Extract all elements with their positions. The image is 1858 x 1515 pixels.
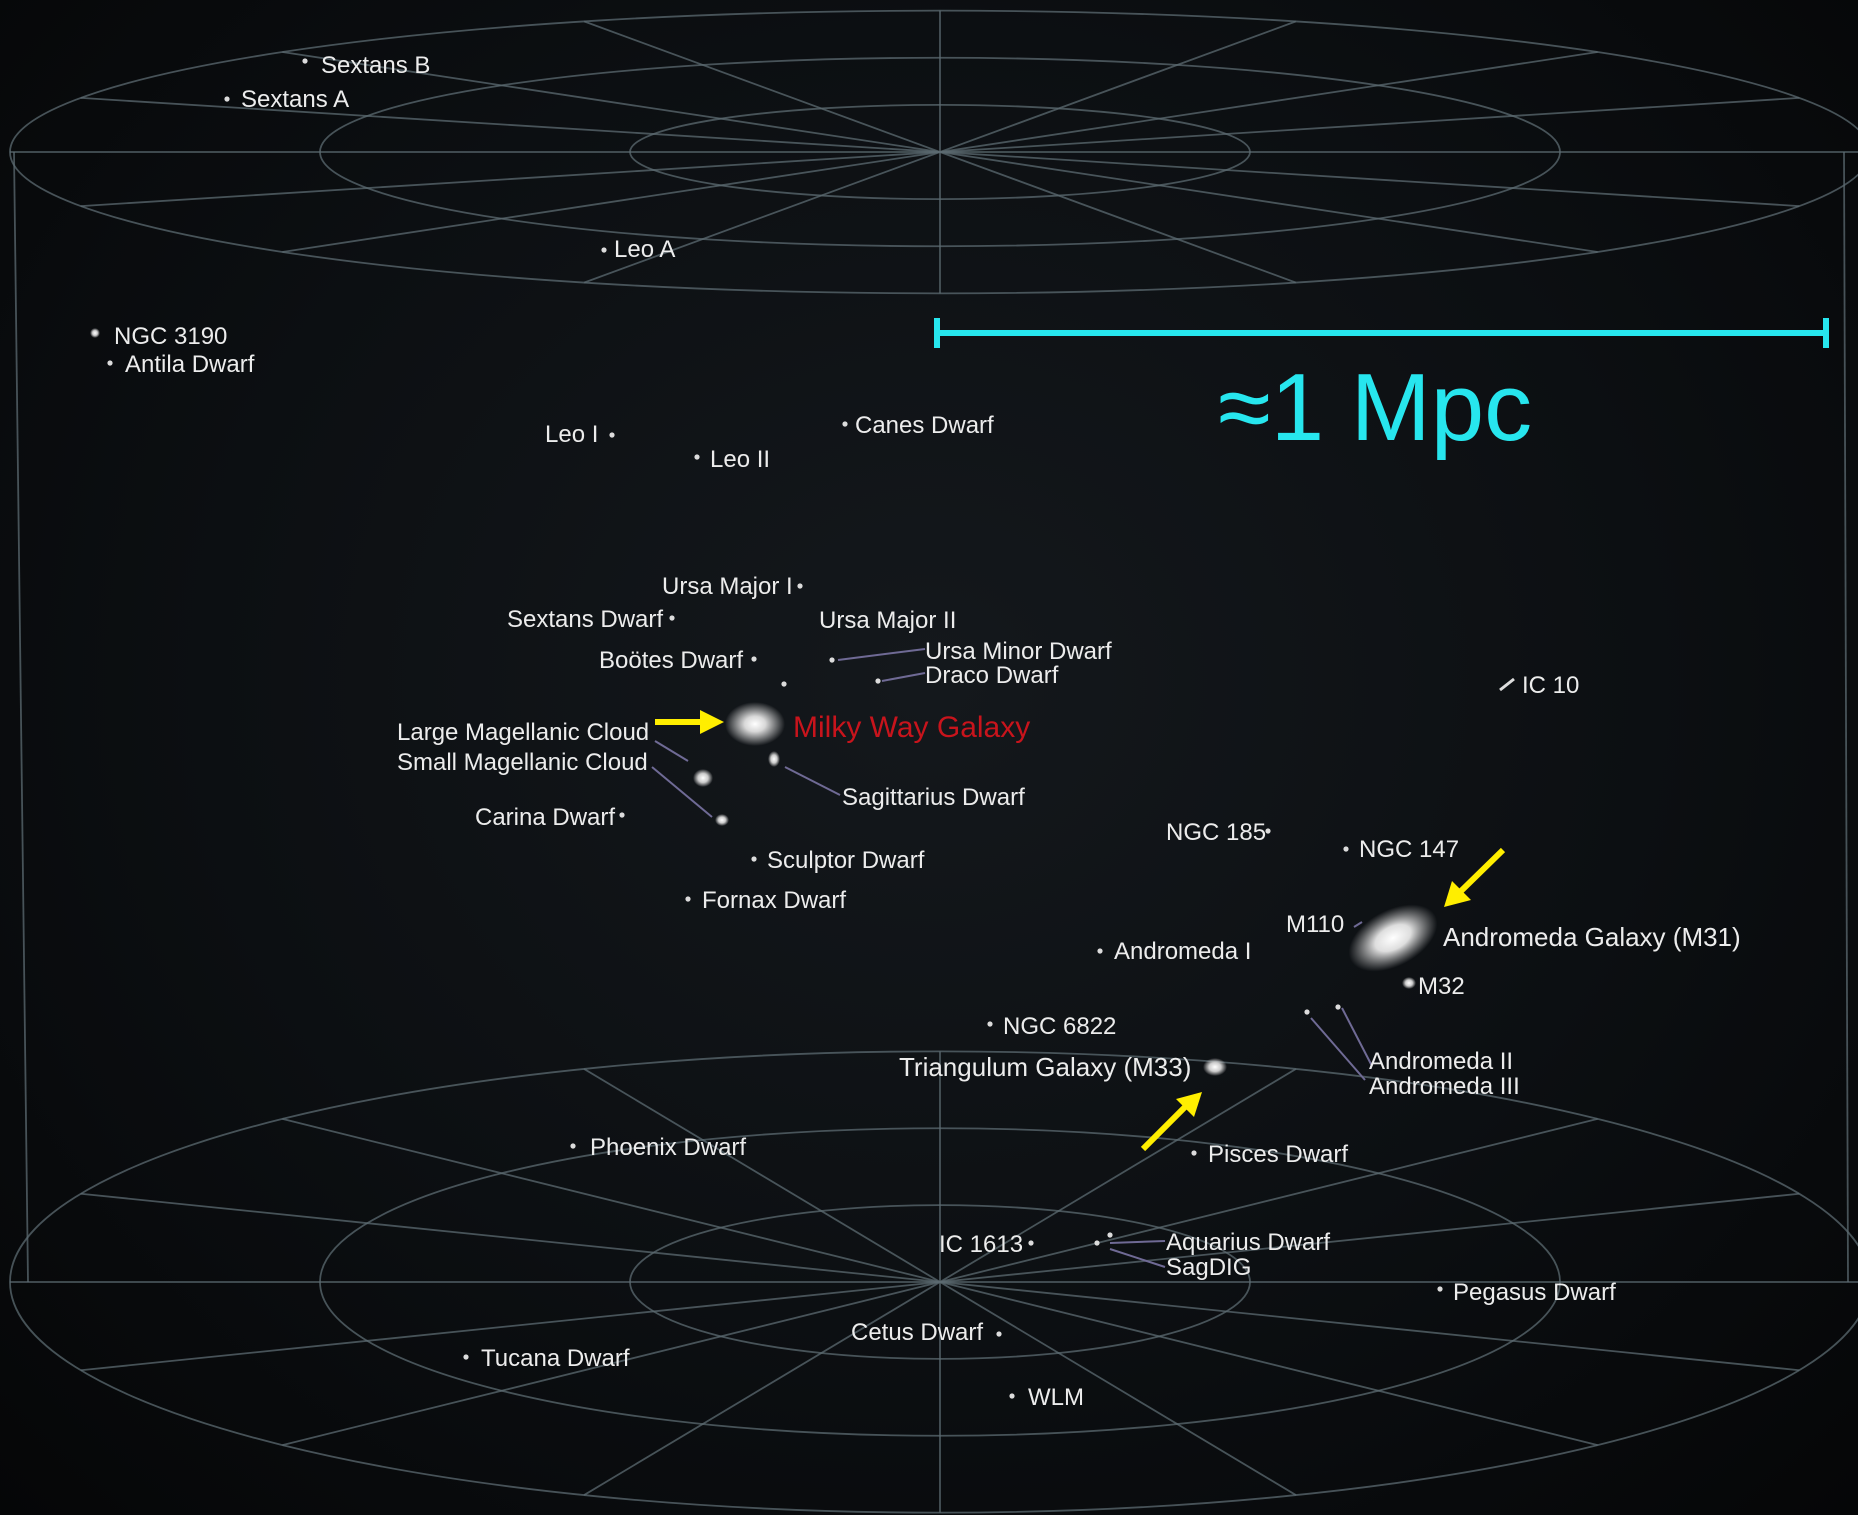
dwarf-galaxy-marker xyxy=(619,812,625,818)
dwarf-galaxy-marker xyxy=(1335,1004,1341,1010)
label-andromeda-iii: Andromeda III xyxy=(1369,1073,1520,1100)
sagittarius-body xyxy=(768,751,780,767)
galaxy-bodies xyxy=(90,58,1515,1399)
label-leo-a: Leo A xyxy=(614,236,675,263)
label-bootes-dwarf: Boötes Dwarf xyxy=(599,647,743,674)
label-leo-ii: Leo II xyxy=(710,446,770,473)
label-aquarius-dwarf: Aquarius Dwarf xyxy=(1166,1229,1330,1256)
lmc-body xyxy=(693,769,713,787)
m32-body xyxy=(1402,977,1416,989)
dwarf-galaxy-marker xyxy=(609,432,615,438)
label-m32: M32 xyxy=(1418,973,1465,1000)
label-andromeda-ii: Andromeda II xyxy=(1369,1048,1513,1075)
label-ursa-major-i: Ursa Major I xyxy=(662,573,793,600)
label-triangulum: Triangulum Galaxy (M33) xyxy=(899,1052,1191,1082)
arrow-triangulum xyxy=(1140,1092,1202,1152)
leader-lines xyxy=(651,648,1373,1268)
dwarf-galaxy-marker xyxy=(781,681,787,687)
label-milky-way: Milky Way Galaxy xyxy=(793,711,1030,744)
label-large-magellanic-cloud: Large Magellanic Cloud xyxy=(397,719,649,746)
dwarf-galaxy-marker xyxy=(842,421,848,427)
label-ngc-6822: NGC 6822 xyxy=(1003,1013,1116,1040)
galaxy-labels: Sextans B Sextans A Leo A NGC 3190 Antil… xyxy=(114,52,1741,1411)
label-carina-dwarf: Carina Dwarf xyxy=(475,804,615,831)
label-ursa-minor-dwarf: Ursa Minor Dwarf xyxy=(925,638,1112,665)
label-ngc-3190: NGC 3190 xyxy=(114,323,227,350)
label-andromeda-i: Andromeda I xyxy=(1114,938,1251,965)
dwarf-galaxy-marker xyxy=(601,247,607,253)
dwarf-galaxy-marker xyxy=(224,96,230,102)
top-disk-grid xyxy=(9,9,1858,295)
smc-body xyxy=(715,814,729,826)
dwarf-galaxy-marker xyxy=(1265,828,1271,834)
label-pegasus-dwarf: Pegasus Dwarf xyxy=(1453,1279,1616,1306)
ic10-body xyxy=(1499,677,1515,692)
label-ic-10: IC 10 xyxy=(1522,672,1579,699)
label-m110: M110 xyxy=(1286,911,1344,938)
label-tucana-dwarf: Tucana Dwarf xyxy=(481,1345,630,1372)
milky-way-body xyxy=(725,702,785,746)
label-sagittarius-dwarf: Sagittarius Dwarf xyxy=(842,784,1025,811)
dwarf-galaxy-marker xyxy=(1094,1240,1100,1246)
label-leo-i: Leo I xyxy=(545,421,598,448)
dwarf-galaxy-marker xyxy=(669,615,675,621)
bottom-disk-grid xyxy=(9,1050,1858,1514)
dwarf-galaxy-marker xyxy=(1304,1009,1310,1015)
label-antila-dwarf: Antila Dwarf xyxy=(125,351,255,378)
arrow-milky-way xyxy=(655,710,724,734)
label-ngc-147: NGC 147 xyxy=(1359,836,1459,863)
dwarf-galaxy-marker xyxy=(694,454,700,460)
dwarf-galaxy-marker xyxy=(685,896,691,902)
andromeda-body xyxy=(1348,904,1438,972)
dwarf-galaxy-marker xyxy=(751,856,757,862)
dwarf-galaxy-marker xyxy=(829,657,835,663)
label-sextans-dwarf: Sextans Dwarf xyxy=(507,606,663,633)
dwarf-galaxy-marker xyxy=(107,360,113,366)
dwarf-galaxy-marker xyxy=(1028,1240,1034,1246)
arrow-andromeda xyxy=(1444,847,1506,907)
label-sextans-b: Sextans B xyxy=(321,52,430,79)
label-ic-1613: IC 1613 xyxy=(939,1231,1023,1258)
label-small-magellanic-cloud: Small Magellanic Cloud xyxy=(397,749,648,776)
dwarf-galaxy-marker xyxy=(875,678,881,684)
dwarf-galaxy-marker xyxy=(1009,1393,1015,1399)
label-sculptor-dwarf: Sculptor Dwarf xyxy=(767,847,925,874)
dwarf-galaxy-marker xyxy=(987,1021,993,1027)
label-ngc-185: NGC 185 xyxy=(1166,819,1266,846)
dwarf-galaxy-marker xyxy=(751,656,757,662)
dwarf-galaxy-marker xyxy=(1107,1232,1113,1238)
triangulum-body xyxy=(1203,1058,1227,1076)
label-andromeda: Andromeda Galaxy (M31) xyxy=(1443,922,1741,952)
dwarf-galaxy-marker xyxy=(463,1354,469,1360)
label-sagdig: SagDIG xyxy=(1166,1254,1251,1281)
dwarf-galaxy-marker xyxy=(1437,1286,1443,1292)
dwarf-galaxy-marker xyxy=(570,1143,576,1149)
dwarf-galaxy-marker xyxy=(1097,948,1103,954)
dwarf-galaxy-marker xyxy=(302,58,308,64)
label-draco-dwarf: Draco Dwarf xyxy=(925,662,1059,689)
label-fornax-dwarf: Fornax Dwarf xyxy=(702,887,846,914)
cylinder-left-edge xyxy=(13,151,29,1283)
label-canes-dwarf: Canes Dwarf xyxy=(855,412,994,439)
label-phoenix-dwarf: Phoenix Dwarf xyxy=(590,1134,746,1161)
scale-bar-label: ≈1 Mpc xyxy=(1218,354,1532,461)
dwarf-galaxy-marker xyxy=(996,1331,1002,1337)
scale-bar: ≈1 Mpc xyxy=(934,318,1829,461)
label-sextans-a: Sextans A xyxy=(241,86,349,113)
ngc3190-body xyxy=(90,328,100,338)
grid-spoke xyxy=(80,97,1800,207)
label-pisces-dwarf: Pisces Dwarf xyxy=(1208,1141,1348,1168)
dwarf-galaxy-marker xyxy=(797,583,803,589)
label-wlm: WLM xyxy=(1028,1384,1084,1411)
cylinder-right-edge xyxy=(1843,151,1849,1283)
dwarf-galaxy-marker xyxy=(1191,1150,1197,1156)
dwarf-galaxy-marker xyxy=(1343,846,1349,852)
grid-spoke xyxy=(80,1192,1800,1372)
label-ursa-major-ii: Ursa Major II xyxy=(819,607,956,634)
label-cetus-dwarf: Cetus Dwarf xyxy=(851,1319,983,1346)
highlight-arrows xyxy=(655,710,1506,1152)
